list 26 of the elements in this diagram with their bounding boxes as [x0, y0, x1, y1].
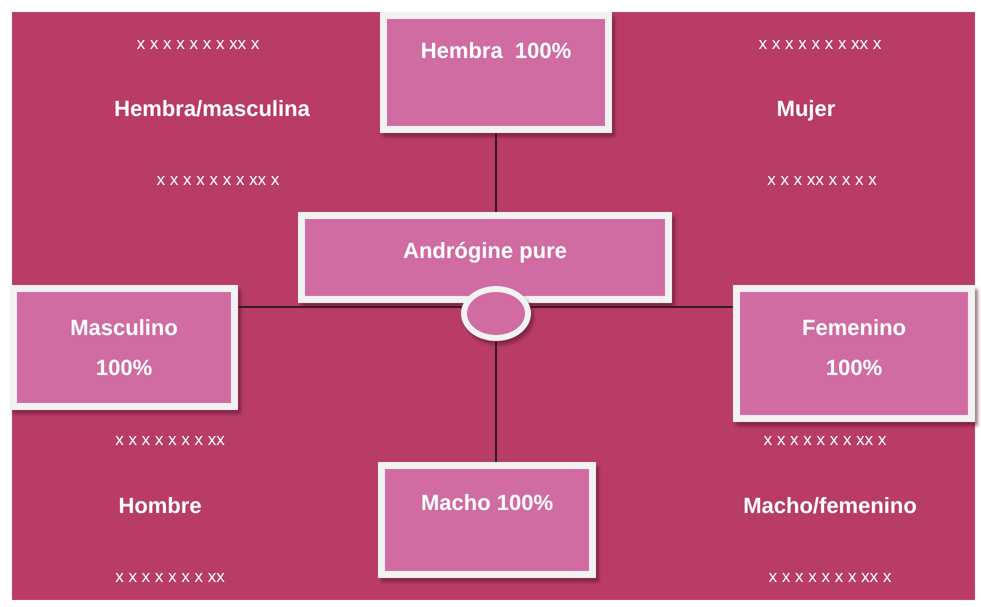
quadrant-title: Hombre [118, 493, 202, 519]
box-label: Macho 100% [420, 489, 554, 517]
placeholder-text: x x x x x x x xx x [764, 430, 886, 450]
box-label: Andrógine pure [403, 237, 567, 265]
placeholder-text: x x x x x x x xx [115, 567, 225, 587]
placeholder-text: x x x xx x x x x [767, 170, 877, 190]
category-box [733, 285, 975, 422]
center-box [298, 212, 672, 303]
placeholder-text: x x x x x x x xx x [136, 34, 260, 54]
category-box [10, 285, 238, 410]
box-label: Hembra 100% [420, 37, 572, 65]
box-label: Femenino 100% [801, 314, 907, 382]
connector-line [495, 341, 497, 462]
box-label: Masculino 100% [69, 314, 179, 382]
placeholder-text: x x x x x x x xx [115, 430, 225, 450]
quadrant-title: Hembra/masculina [114, 96, 310, 122]
quadrant-title: Mujer [776, 96, 836, 122]
connector-line [238, 306, 462, 308]
quadrant-title: Macho/femenino [743, 493, 917, 519]
placeholder-text: x x x x x x x xx x [156, 170, 280, 190]
placeholder-text: x x x x x x x xx x [758, 34, 882, 54]
category-box [380, 12, 612, 133]
placeholder-text: x x x x x x x xx x [768, 567, 892, 587]
connector-line [530, 306, 733, 308]
category-box [378, 462, 596, 578]
connector-line [495, 133, 497, 212]
